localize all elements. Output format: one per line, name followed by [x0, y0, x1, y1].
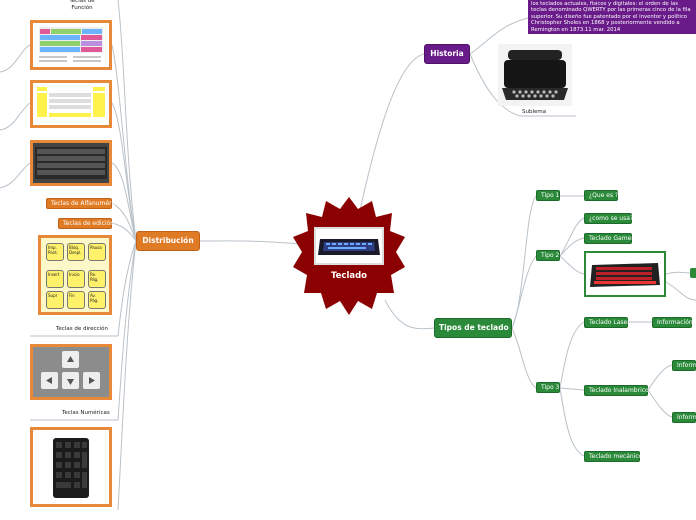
historia-note: los teclados actuales, físicos y digital… [528, 0, 696, 34]
tipo1-node[interactable]: Tipo 1 [536, 190, 560, 201]
teclas-alfanumericas-node[interactable]: Teclas de Alfanuméricas [46, 198, 123, 209]
teclas-edicion-node[interactable]: Teclas de edición [58, 218, 114, 229]
alphanumeric-keys-image [30, 80, 112, 128]
teclado-inalambrico-node[interactable]: Teclado Inalambrico [584, 385, 649, 396]
teclado-gamer-node[interactable]: Teclado Gamer [584, 233, 634, 244]
keyboard-diagram-icon [39, 27, 103, 62]
historia-node[interactable]: Historia [424, 44, 470, 64]
red-keyboard-icon [590, 263, 660, 287]
edit-key-9: Av. Pág. [88, 291, 106, 309]
function-keys-image [30, 20, 112, 70]
typewriter-icon [502, 50, 568, 100]
keyboard-icon [35, 147, 107, 179]
gamer-keyboard-image [584, 251, 666, 297]
typewriter-image [498, 44, 572, 106]
edit-key-3: Pausa [88, 243, 106, 261]
informa-node-b[interactable]: Informa [672, 412, 696, 423]
edit-key-2: Bloq. Despl. [67, 243, 85, 261]
informa-node-a[interactable]: Informa [672, 360, 696, 371]
edit-key-1: Imp. Pant. [46, 243, 64, 261]
teclado-laser-node[interactable]: Teclado Laser [584, 317, 630, 328]
tipo3-node[interactable]: Tipo 3 [536, 382, 560, 393]
arrow-keys-icon [33, 347, 109, 397]
keyboard-image [314, 227, 384, 265]
distribucion-node[interactable]: Distribución [136, 231, 200, 251]
keyboard-photo-image [30, 140, 112, 186]
edit-key-7: Supr [46, 291, 64, 309]
como-usa-node[interactable]: ¿como se usa? [584, 213, 633, 224]
tipo2-node[interactable]: Tipo 2 [536, 250, 560, 261]
informacion-node[interactable]: Información [652, 317, 693, 328]
typewriter-caption: Sublema [522, 109, 547, 115]
edit-key-8: Fin [67, 291, 85, 309]
central-title: Teclado [330, 271, 368, 281]
label-teclas-funcion: Teclas de Función [69, 0, 95, 11]
keyboard-layout-icon [35, 85, 107, 123]
gaming-keyboard-icon [318, 239, 380, 255]
edit-key-6: Re. Pág. [88, 270, 106, 288]
numeric-keypad-image [30, 427, 112, 507]
edit-key-4: Insert [46, 270, 64, 288]
edit-key-5: Inicio [67, 270, 85, 288]
numeric-keypad-icon [53, 438, 89, 498]
label-teclas-numericas: Teclas Numéricas [62, 410, 110, 416]
central-node[interactable]: Teclado [292, 197, 406, 315]
arrow-keys-image [30, 344, 112, 400]
que-es-node[interactable]: ¿Que es ? [584, 190, 618, 201]
edit-keys-image: Imp. Pant. Bloq. Despl. Pausa Insert Ini… [38, 235, 112, 315]
tipos-node[interactable]: Tipos de teclado [434, 318, 512, 338]
teclado-mecanico-node[interactable]: Teclado mecánico [584, 451, 642, 462]
offscreen-node-stub [690, 268, 696, 278]
label-teclas-direccion: Teclas de dirección [56, 326, 108, 332]
